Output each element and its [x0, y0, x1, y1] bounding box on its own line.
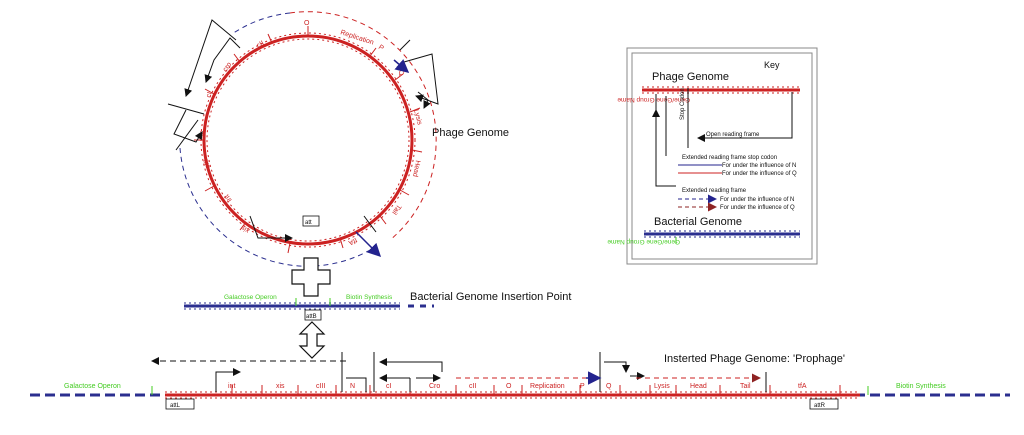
bacterial-gene-bio: Biotin Synthesis — [346, 294, 393, 301]
circle-gene-head: Head — [411, 160, 421, 178]
prophage-gene-lysis: Lysis — [654, 383, 670, 390]
prophage-gene-cII: cII — [469, 383, 476, 390]
key-phage-genome: Phage Genome — [652, 71, 729, 83]
circle-gene-cIII: cIII — [203, 158, 212, 169]
circle-n-arrows — [355, 59, 410, 258]
circle-gene-cro: cro — [222, 61, 233, 73]
key-bacterial-genome: Bacterial Genome — [654, 216, 742, 228]
svg-text:att: att — [305, 220, 312, 226]
svg-text:attR: attR — [814, 403, 826, 409]
prophage-gene-N: N — [350, 383, 355, 390]
circle-gene-tfA: tfA — [347, 236, 358, 246]
svg-text:attB: attB — [306, 314, 317, 320]
key-frames — [652, 88, 793, 187]
circle-att-site: att — [302, 215, 320, 227]
prophage-gene-cI: cI — [386, 383, 392, 390]
key-phage-strand — [642, 86, 800, 94]
prophage-gene-int: int — [228, 383, 235, 390]
circle-gene-N: N — [200, 131, 207, 136]
prophage-gene-ticks — [231, 385, 841, 395]
prophage-gene-cIII: cIII — [316, 383, 325, 390]
double-arrow-icon — [298, 321, 326, 359]
prophage-gene-tfA: tfA — [798, 383, 807, 390]
circle-gene-int: int — [224, 193, 234, 203]
key-stop-codon: Stop Codon — [680, 88, 686, 120]
insertion-point-title: Bacterial Genome Insertion Point — [410, 291, 571, 303]
prophage-gene-Q: Q — [606, 383, 612, 390]
key-title: Key — [764, 60, 780, 70]
prophage-gene-O: O — [506, 383, 512, 390]
prophage-gene-replication: Replication — [530, 383, 565, 390]
circle-gene-O: O — [304, 20, 310, 27]
circle-gene-lysis: Lysis — [412, 109, 423, 126]
circle-gene-tail: Tail — [390, 203, 402, 216]
key-bact-gene-sample: Gene/Gene Group Name — [607, 238, 680, 245]
bacterial-genome-strand — [184, 298, 434, 310]
prophage-gene-xis: xis — [276, 383, 285, 390]
prophage-bact-gene-bio: Biotin Synthesis — [896, 383, 946, 390]
circle-gene-cII: cII — [256, 40, 266, 50]
circle-reading-frames — [167, 19, 439, 242]
key-phage-gene-sample: Gene/Gene Group Name — [617, 96, 690, 103]
circle-gene-cI: cI — [205, 91, 213, 99]
phage-circle — [179, 11, 437, 267]
key-ext-arrows — [678, 194, 717, 212]
circle-gene-P: P — [377, 44, 385, 53]
att-left-site: attL — [165, 398, 195, 410]
key-under-n: For under the influence of N — [722, 163, 796, 169]
key-bacterial-strand — [644, 230, 800, 244]
circle-gene-Q: Q — [396, 69, 405, 78]
circle-gene-labels: O Replication P Q Lysis Head Tail tfA xi… — [200, 20, 423, 246]
key-open-reading-frame: Open reading frame — [706, 132, 760, 138]
prophage-reading-frames — [151, 352, 767, 392]
prophage-title: Insterted Phage Genome: 'Prophage' — [664, 353, 845, 365]
phage-genome-title: Phage Genome — [432, 127, 509, 139]
bacterial-gene-gal: Galactose Operon — [224, 294, 277, 301]
key-under-q-2: For under the influence of Q — [720, 205, 795, 211]
circle-gene-xis: xis — [240, 223, 251, 234]
bacterial-att-site: attB — [304, 309, 322, 321]
att-right-site: attR — [809, 398, 839, 410]
key-ext-reading-frame: Extended reading frame — [682, 188, 747, 194]
prophage-gene-head: Head — [690, 383, 707, 390]
key-under-n-2: For under the influence of N — [720, 197, 794, 203]
prophage-gene-cro: Cro — [429, 383, 440, 390]
prophage-gene-P: P — [580, 383, 585, 390]
key-under-q: For under the influence of Q — [722, 171, 797, 177]
prophage-gene-labels: int xis cIII N cI Cro cII O Replication … — [228, 383, 807, 390]
prophage-bact-gene-gal: Galactose Operon — [64, 383, 121, 390]
prophage-strand — [30, 386, 1010, 399]
prophage-gene-tail: Tail — [740, 383, 751, 390]
key-ext-stop-codon: Extended reading frame stop codon — [682, 155, 777, 161]
plus-icon — [291, 257, 331, 297]
svg-text:attL: attL — [170, 403, 181, 409]
